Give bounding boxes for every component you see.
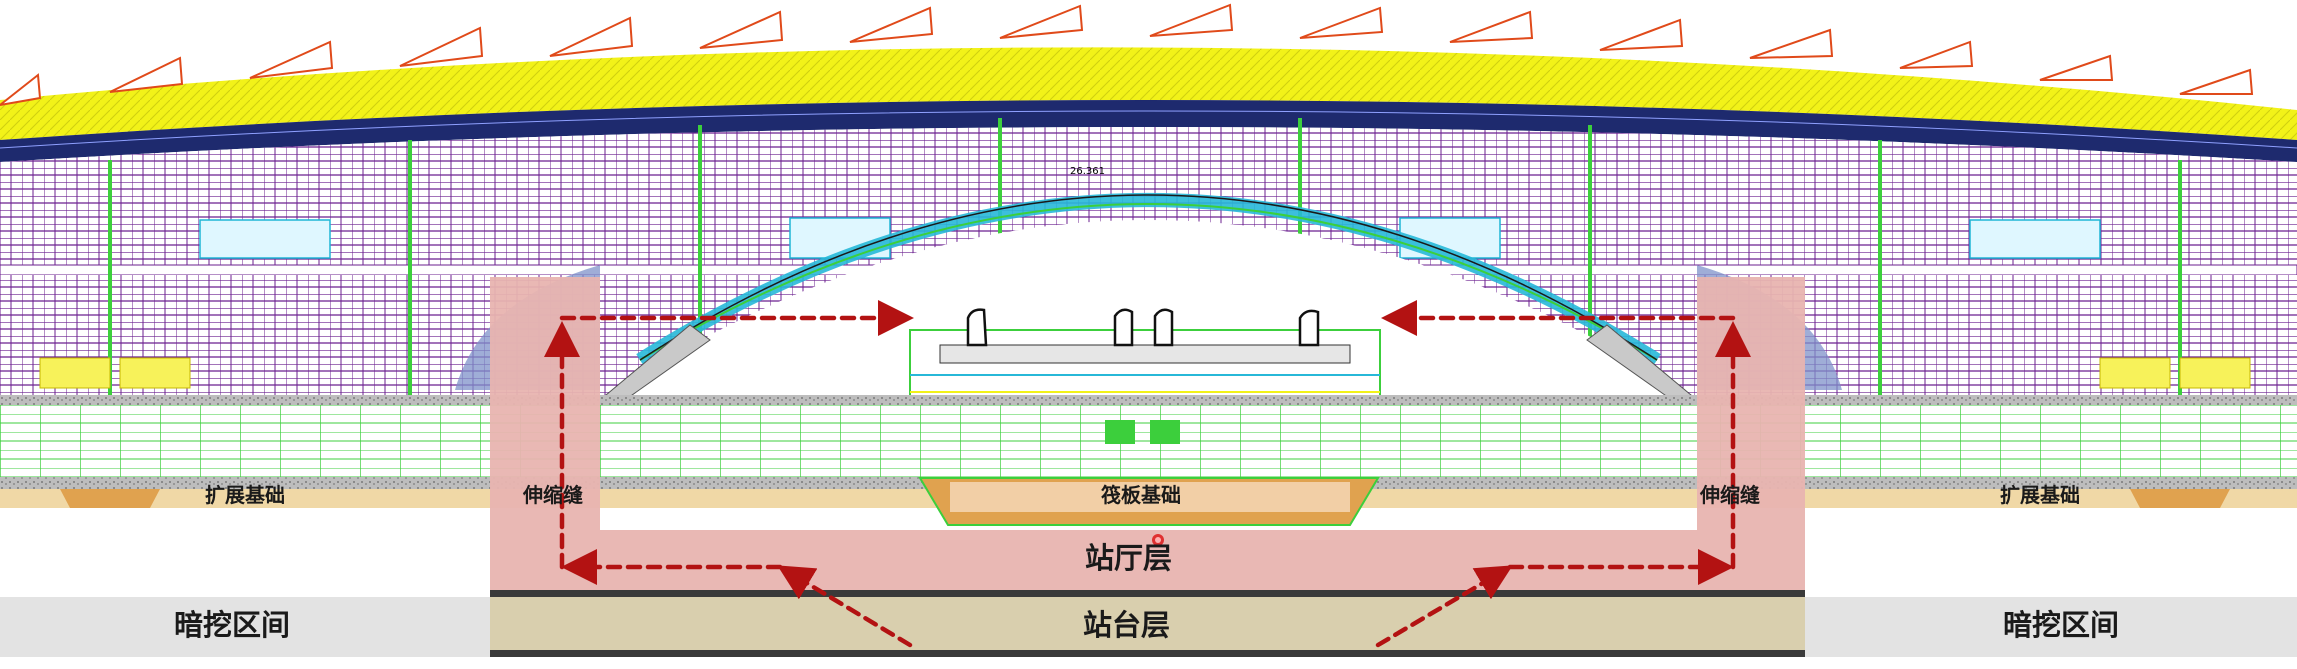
underground-levels: [0, 277, 2297, 657]
platform-level-band: [490, 597, 1805, 657]
flow-arrow-diag-left: [777, 565, 913, 648]
mined-tunnel-left: [0, 597, 490, 657]
lower-frame: [0, 395, 2297, 489]
label-concourse-level: 站厅层: [1085, 541, 1172, 575]
flow-arrows: [544, 300, 1751, 648]
label-mined-tunnel-left: 暗挖区间: [174, 608, 290, 642]
label-raft-foundation: 筏板基础: [1101, 483, 1181, 507]
flow-arrow-diag-right: [1375, 565, 1513, 648]
central-arch: 26.361: [598, 166, 1699, 401]
label-expansion-joint-left: 伸缩缝: [522, 483, 583, 507]
roof-edge-band: [0, 100, 2297, 162]
roof: [0, 3, 2297, 162]
platform-structure: [909, 308, 1381, 406]
label-expansion-foundation-left: 扩展基础: [205, 483, 285, 507]
labels: 扩展基础 伸缩缝 筏板基础 伸缩缝 扩展基础 站厅层 站台层 暗挖区间 暗挖区间: [174, 483, 2119, 642]
label-expansion-foundation-right: 扩展基础: [2000, 483, 2080, 507]
concourse-level-band: [490, 277, 1805, 590]
train-icons: [966, 308, 1320, 347]
arch-elevation-label: 26.361: [1070, 166, 1105, 177]
mined-tunnel-right: [1805, 597, 2297, 657]
roof-surface: [0, 47, 2297, 140]
label-platform-level: 站台层: [1083, 608, 1170, 642]
label-expansion-joint-right: 伸缩缝: [1699, 483, 1760, 507]
roof-skylights: [0, 3, 2254, 106]
label-mined-tunnel-right: 暗挖区间: [2003, 608, 2119, 642]
